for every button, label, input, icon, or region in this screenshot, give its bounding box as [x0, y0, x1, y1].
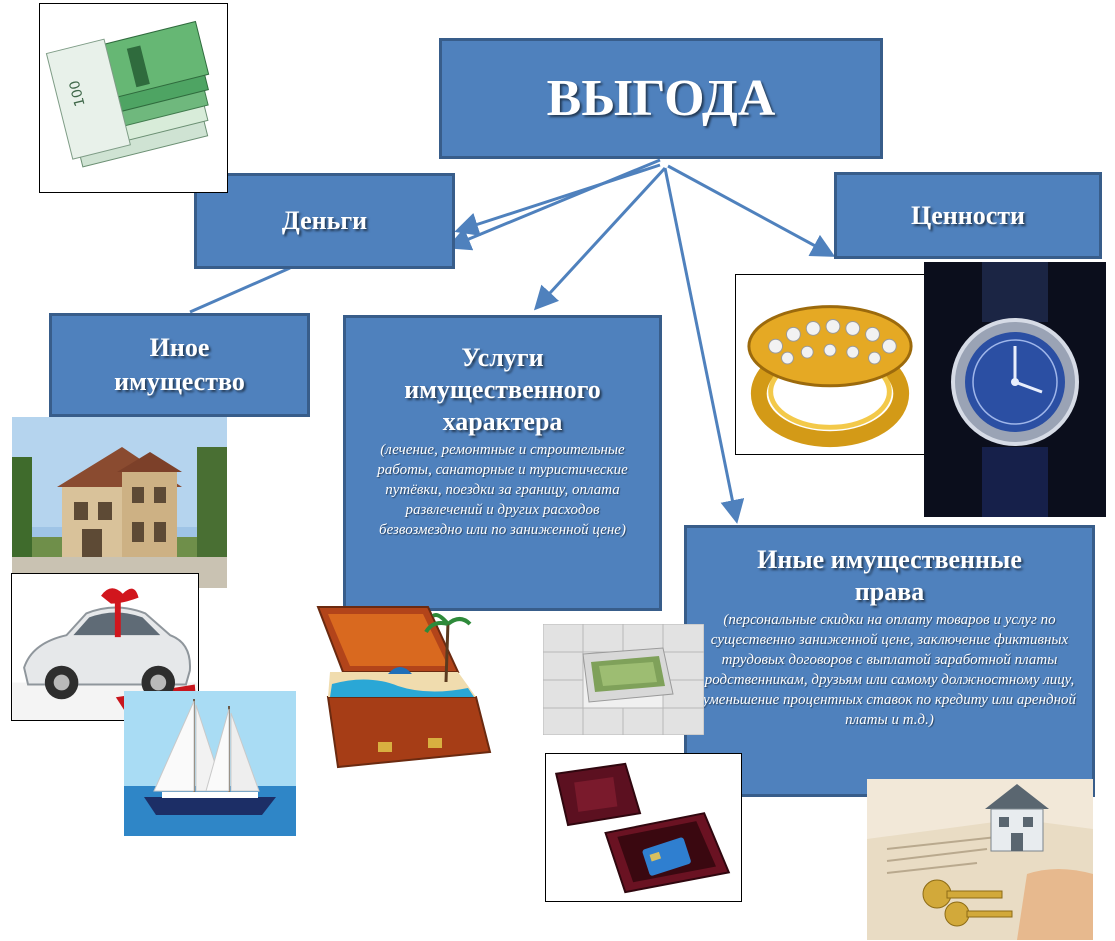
services-title: Услуги имущественного характера [404, 343, 601, 436]
gift-box-card-icon [545, 753, 742, 902]
other-rights-note: (персональные скидки на оплату товаров и… [702, 612, 1077, 728]
drawer-money-icon [543, 624, 704, 735]
services-box: Услуги имущественного характера (лечение… [343, 315, 662, 611]
page-title: ВЫГОДА [546, 70, 776, 127]
suitcase-icon [308, 602, 496, 774]
arrow-to-services [533, 166, 667, 311]
other-property-label: Иное имущество [114, 333, 245, 396]
services-note: (лечение, ремонтные и строительные работ… [377, 442, 628, 538]
valuables-label: Ценности [910, 200, 1026, 230]
other-rights-box: Иные имущественные права (персональные с… [684, 525, 1095, 797]
svg-text:100: 100 [67, 79, 89, 109]
house-keys-icon [867, 779, 1093, 940]
arrow-to-money [446, 158, 661, 251]
title-box: ВЫГОДА [439, 38, 883, 159]
arrow-to-valuables [667, 164, 836, 257]
money-label: Деньги [281, 206, 368, 235]
other-rights-title: Иные имущественные права [757, 545, 1022, 606]
yacht-icon [124, 691, 296, 836]
valuables-box: Ценности [834, 172, 1102, 259]
arrow-to-money-2 [454, 163, 661, 236]
house-icon [12, 417, 227, 588]
other-property-box: Иное имущество [49, 313, 310, 417]
arrow-to-other-property [189, 266, 291, 314]
ring-icon [735, 274, 925, 455]
arrow-to-other-rights [663, 167, 745, 524]
watch-icon [924, 262, 1106, 517]
money-box: Деньги [194, 173, 455, 269]
banknotes-icon: 100 [39, 3, 228, 193]
